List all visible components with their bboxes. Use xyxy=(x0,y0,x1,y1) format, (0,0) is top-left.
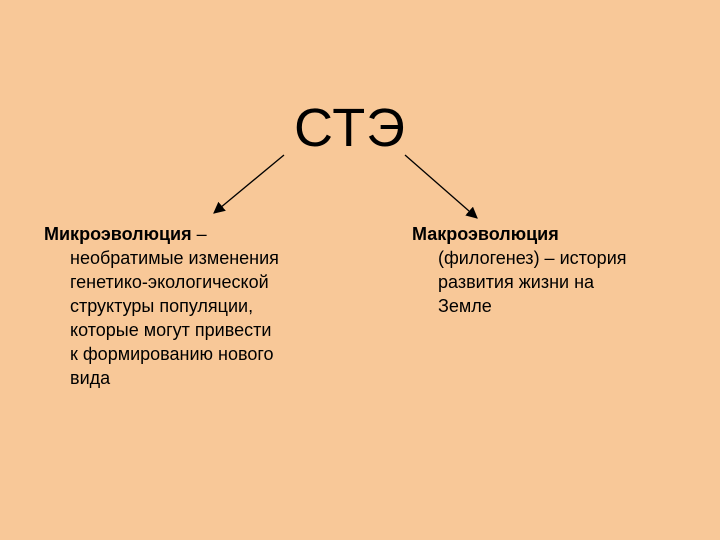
microevolution-line: к формированию нового xyxy=(70,344,274,364)
microevolution-line: необратимые изменения xyxy=(70,248,279,268)
macroevolution-line: Земле xyxy=(438,296,492,316)
diagram-title: СТЭ xyxy=(293,98,406,158)
microevolution-term: Микроэволюция xyxy=(44,224,192,244)
macroevolution-term: Макроэволюция xyxy=(412,224,559,244)
macroevolution-line: развития жизни на xyxy=(438,272,595,292)
microevolution-dash: – xyxy=(191,224,207,244)
arrow-right xyxy=(404,154,478,219)
arrow-left xyxy=(213,154,285,214)
microevolution-line: вида xyxy=(70,368,111,388)
microevolution-block: Микроэволюция – необратимые изменения ге… xyxy=(44,222,324,390)
microevolution-line: которые могут привести xyxy=(70,320,272,340)
macroevolution-block: Макроэволюция (филогенез) – история разв… xyxy=(412,222,702,318)
microevolution-line: структуры популяции, xyxy=(70,296,254,316)
microevolution-line: генетико-экологической xyxy=(70,272,269,292)
macroevolution-line: (филогенез) – история xyxy=(438,248,627,268)
